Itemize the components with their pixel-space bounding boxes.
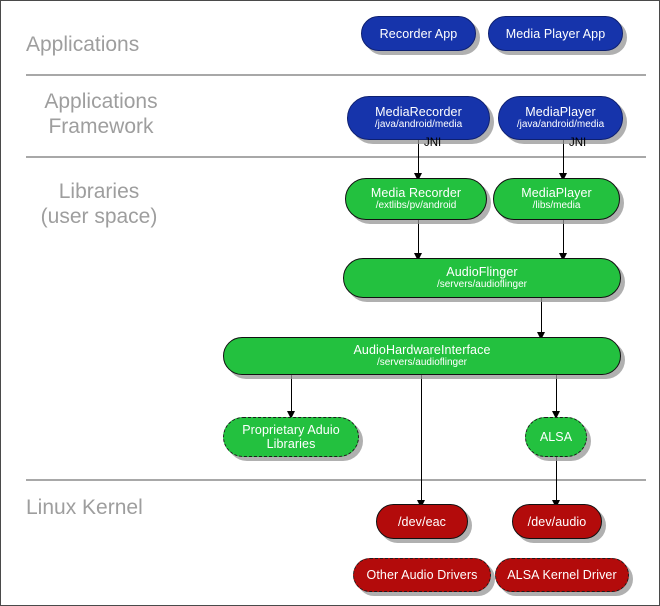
node-mediarecorder-framework[interactable]: MediaRecorder /java/android/media <box>347 96 490 140</box>
node-dev-eac[interactable]: /dev/eac <box>376 504 468 539</box>
connector-alsa-to-dev-audio <box>556 457 557 504</box>
node-audiohardwareinterface[interactable]: AudioHardwareInterface /servers/audiofli… <box>223 337 621 375</box>
node-media-player-app-title: Media Player App <box>505 26 606 41</box>
layer-label-linux-kernel: Linux Kernel <box>26 496 143 519</box>
node-alsa-kernel-driver-title: ALSA Kernel Driver <box>507 568 617 582</box>
connector-audiohardwareinterface-to-alsa <box>556 375 557 415</box>
node-other-audio-drivers[interactable]: Other Audio Drivers <box>353 558 491 592</box>
node-proprietary-audio-libraries-subtitle: Libraries <box>266 437 316 451</box>
node-dev-eac-title: /dev/eac <box>397 514 447 529</box>
node-audioflinger[interactable]: AudioFlinger /servers/audioflinger <box>343 258 621 298</box>
connector-audioflinger-to-audiohardwareinterface <box>541 298 542 336</box>
connector-audiohardwareinterface-to-dev-eac <box>421 375 422 504</box>
node-other-audio-drivers-title: Other Audio Drivers <box>366 568 478 582</box>
divider-linux-kernel <box>26 479 646 481</box>
node-audiohardwareinterface-path: /servers/audioflinger <box>376 357 468 368</box>
divider-applications <box>26 74 646 76</box>
connector-mediarecorder-to-media-recorder-lib <box>418 140 419 177</box>
node-proprietary-audio-libraries-title: Proprietary Aduio <box>242 423 340 437</box>
node-alsa[interactable]: ALSA <box>525 417 587 457</box>
connector-media-recorder-lib-to-audioflinger <box>418 220 419 259</box>
node-media-recorder-lib[interactable]: Media Recorder /extlibs/pv/android <box>345 178 487 220</box>
divider-framework <box>26 156 646 158</box>
jni-label-recorder: JNI <box>424 137 442 149</box>
node-media-recorder-lib-path: /extlibs/pv/android <box>375 200 457 211</box>
node-mediaplayer-lib[interactable]: MediaPlayer /libs/media <box>493 178 620 220</box>
arrowhead-mediaplayer-lib <box>559 173 567 181</box>
arrowhead-audioflinger-left <box>414 253 422 261</box>
node-dev-audio[interactable]: /dev/audio <box>512 504 602 539</box>
node-audioflinger-path: /servers/audioflinger <box>436 279 528 290</box>
layer-label-applications-framework: Applications Framework <box>44 90 158 138</box>
jni-label-player: JNI <box>569 137 587 149</box>
node-dev-audio-title: /dev/audio <box>527 514 587 529</box>
node-recorder-app-title: Recorder App <box>379 26 458 41</box>
connector-audiohardwareinterface-to-proprietary-libs <box>291 375 292 415</box>
connector-mediaplayer-lib-to-audioflinger <box>563 220 564 259</box>
arrowhead-media-recorder-lib <box>414 173 422 181</box>
node-audiohardwareinterface-title: AudioHardwareInterface <box>353 343 491 357</box>
node-alsa-title: ALSA <box>539 430 573 444</box>
node-mediarecorder-framework-title: MediaRecorder <box>375 105 462 119</box>
node-mediarecorder-framework-path: /java/android/media <box>374 119 463 130</box>
arrowhead-proprietary-libs <box>287 411 295 419</box>
node-mediaplayer-lib-title: MediaPlayer <box>521 186 592 200</box>
node-mediaplayer-framework[interactable]: MediaPlayer /java/android/media <box>498 96 623 140</box>
node-recorder-app[interactable]: Recorder App <box>361 16 476 51</box>
arrowhead-audioflinger-right <box>559 253 567 261</box>
node-mediaplayer-framework-path: /java/android/media <box>516 119 605 130</box>
node-alsa-kernel-driver[interactable]: ALSA Kernel Driver <box>495 558 629 592</box>
node-media-recorder-lib-title: Media Recorder <box>370 186 462 200</box>
node-mediaplayer-lib-path: /libs/media <box>532 200 581 211</box>
connector-mediaplayer-to-mediaplayer-lib <box>563 140 564 177</box>
node-media-player-app[interactable]: Media Player App <box>488 16 623 51</box>
node-audioflinger-title: AudioFlinger <box>446 265 518 279</box>
layer-label-libraries: Libraries (user space) <box>40 180 158 228</box>
node-mediaplayer-framework-title: MediaPlayer <box>525 105 596 119</box>
layer-label-applications: Applications <box>26 33 140 56</box>
arrowhead-audiohardwareinterface <box>537 332 545 340</box>
arrowhead-alsa <box>552 411 560 419</box>
node-proprietary-audio-libraries[interactable]: Proprietary Aduio Libraries <box>223 417 359 457</box>
